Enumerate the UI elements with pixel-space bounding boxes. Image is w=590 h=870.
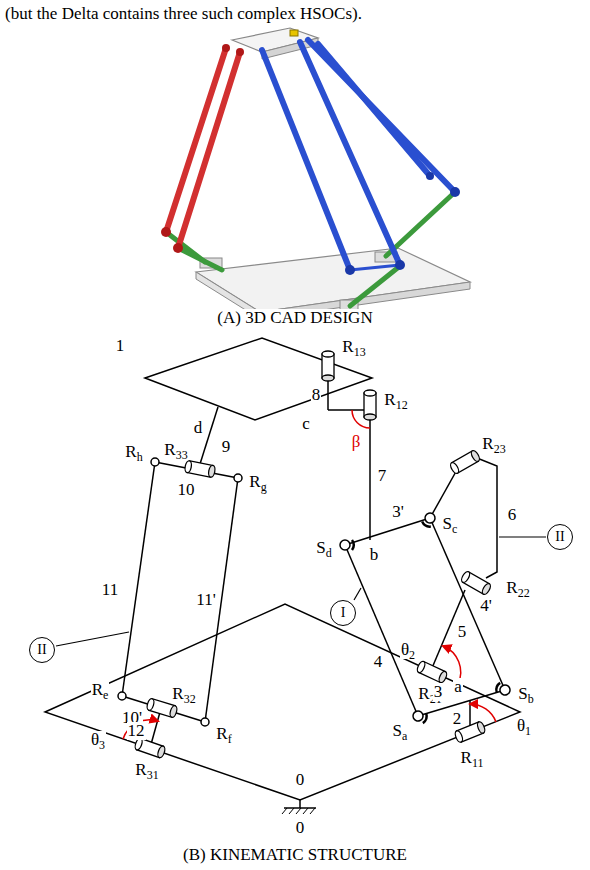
part-label: 9 bbox=[221, 438, 232, 457]
caption-text: (B) KINEMATIC STRUCTURE bbox=[182, 846, 408, 865]
part-label: R33 bbox=[163, 441, 188, 460]
kinematic-diagram bbox=[45, 338, 546, 814]
part-label: β bbox=[351, 433, 362, 452]
part-label: 5 bbox=[457, 623, 468, 642]
part-label: Rh bbox=[124, 443, 143, 462]
part-label: 4 bbox=[373, 653, 384, 672]
part-label: 8 bbox=[311, 386, 322, 405]
part-label: θ2 bbox=[400, 641, 416, 660]
part-label: 6 bbox=[507, 506, 518, 525]
part-label: 11' bbox=[195, 591, 216, 610]
part-label: 3' bbox=[391, 503, 405, 522]
part-label: c bbox=[301, 415, 311, 434]
part-label: R23 bbox=[481, 435, 506, 454]
part-label: Re bbox=[91, 681, 110, 700]
part-label: 0 bbox=[295, 819, 306, 838]
part-label: 4' bbox=[479, 597, 493, 616]
part-label: b bbox=[369, 546, 380, 565]
circled-numeral: II bbox=[547, 524, 573, 550]
part-label: Rf bbox=[215, 725, 232, 744]
part-label: 7 bbox=[377, 467, 388, 486]
part-label: R12 bbox=[383, 391, 408, 410]
part-label: θ1 bbox=[516, 717, 532, 736]
part-label: R32 bbox=[171, 685, 196, 704]
part-label: Sc bbox=[442, 515, 459, 534]
part-label: 10 bbox=[177, 481, 196, 500]
part-label: d bbox=[193, 419, 204, 438]
part-label: Sa bbox=[392, 722, 409, 741]
part-label: R13 bbox=[341, 338, 366, 357]
part-label: a bbox=[453, 678, 463, 697]
part-label: 11 bbox=[101, 581, 119, 600]
numeral-text: I bbox=[341, 606, 346, 620]
part-label: Sd bbox=[315, 539, 332, 558]
cad-render bbox=[161, 28, 470, 319]
numeral-text: II bbox=[555, 530, 564, 544]
part-label: Sb bbox=[517, 685, 534, 704]
circled-numeral: II bbox=[29, 637, 55, 663]
caption-text: (but the Delta contains three such compl… bbox=[4, 5, 363, 24]
part-label: 0 bbox=[295, 771, 306, 790]
circled-numeral: I bbox=[330, 600, 356, 626]
part-label: 3 bbox=[433, 683, 444, 702]
part-label: 2 bbox=[452, 710, 463, 729]
part-label: R31 bbox=[134, 761, 159, 780]
part-label: R22 bbox=[505, 579, 530, 598]
caption-text: (A) 3D CAD DESIGN bbox=[216, 309, 373, 328]
part-label: θ3 bbox=[90, 731, 106, 750]
part-label: Rg bbox=[248, 473, 267, 492]
part-label: 12 bbox=[127, 722, 146, 741]
numeral-text: II bbox=[37, 643, 46, 657]
part-label: R11 bbox=[460, 749, 485, 768]
part-label: 1 bbox=[115, 337, 126, 356]
